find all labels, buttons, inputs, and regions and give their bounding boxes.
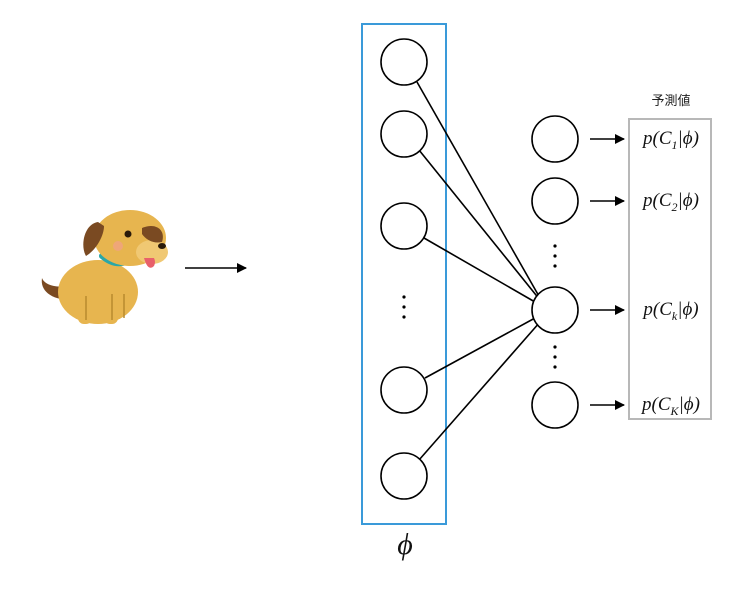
prediction-1: p(C1|ϕ) (643, 128, 699, 152)
connection-3 (423, 237, 536, 303)
input-node-1 (380, 38, 428, 86)
prediction-box (628, 118, 712, 420)
output-ellipsis-lower (553, 345, 557, 369)
connections (416, 81, 541, 461)
input-node-3 (380, 202, 428, 250)
input-vector-label: ϕ (397, 528, 413, 561)
dog-illustration (41, 210, 168, 324)
input-node-4 (380, 366, 428, 414)
output-node-2 (531, 177, 579, 225)
output-ellipsis-upper (553, 244, 557, 268)
connection-1 (416, 81, 541, 299)
prediction-header: 予測値 (651, 94, 691, 109)
connection-5 (418, 321, 541, 461)
prediction-k: p(Ck|ϕ) (643, 299, 699, 323)
input-node-5 (380, 452, 428, 500)
prediction-2: p(C2|ϕ) (643, 190, 699, 214)
input-node-2 (380, 110, 428, 158)
prediction-K: p(CK|ϕ) (642, 394, 700, 418)
input-nodes (380, 38, 428, 500)
output-node-K (531, 381, 579, 429)
output-node-k (531, 286, 579, 334)
connection-4 (424, 317, 536, 379)
output-node-1 (531, 115, 579, 163)
input-ellipsis (402, 295, 406, 319)
connection-2 (418, 149, 541, 301)
output-arrows (590, 134, 625, 410)
input-vector-box (361, 23, 447, 525)
output-nodes (531, 115, 579, 429)
